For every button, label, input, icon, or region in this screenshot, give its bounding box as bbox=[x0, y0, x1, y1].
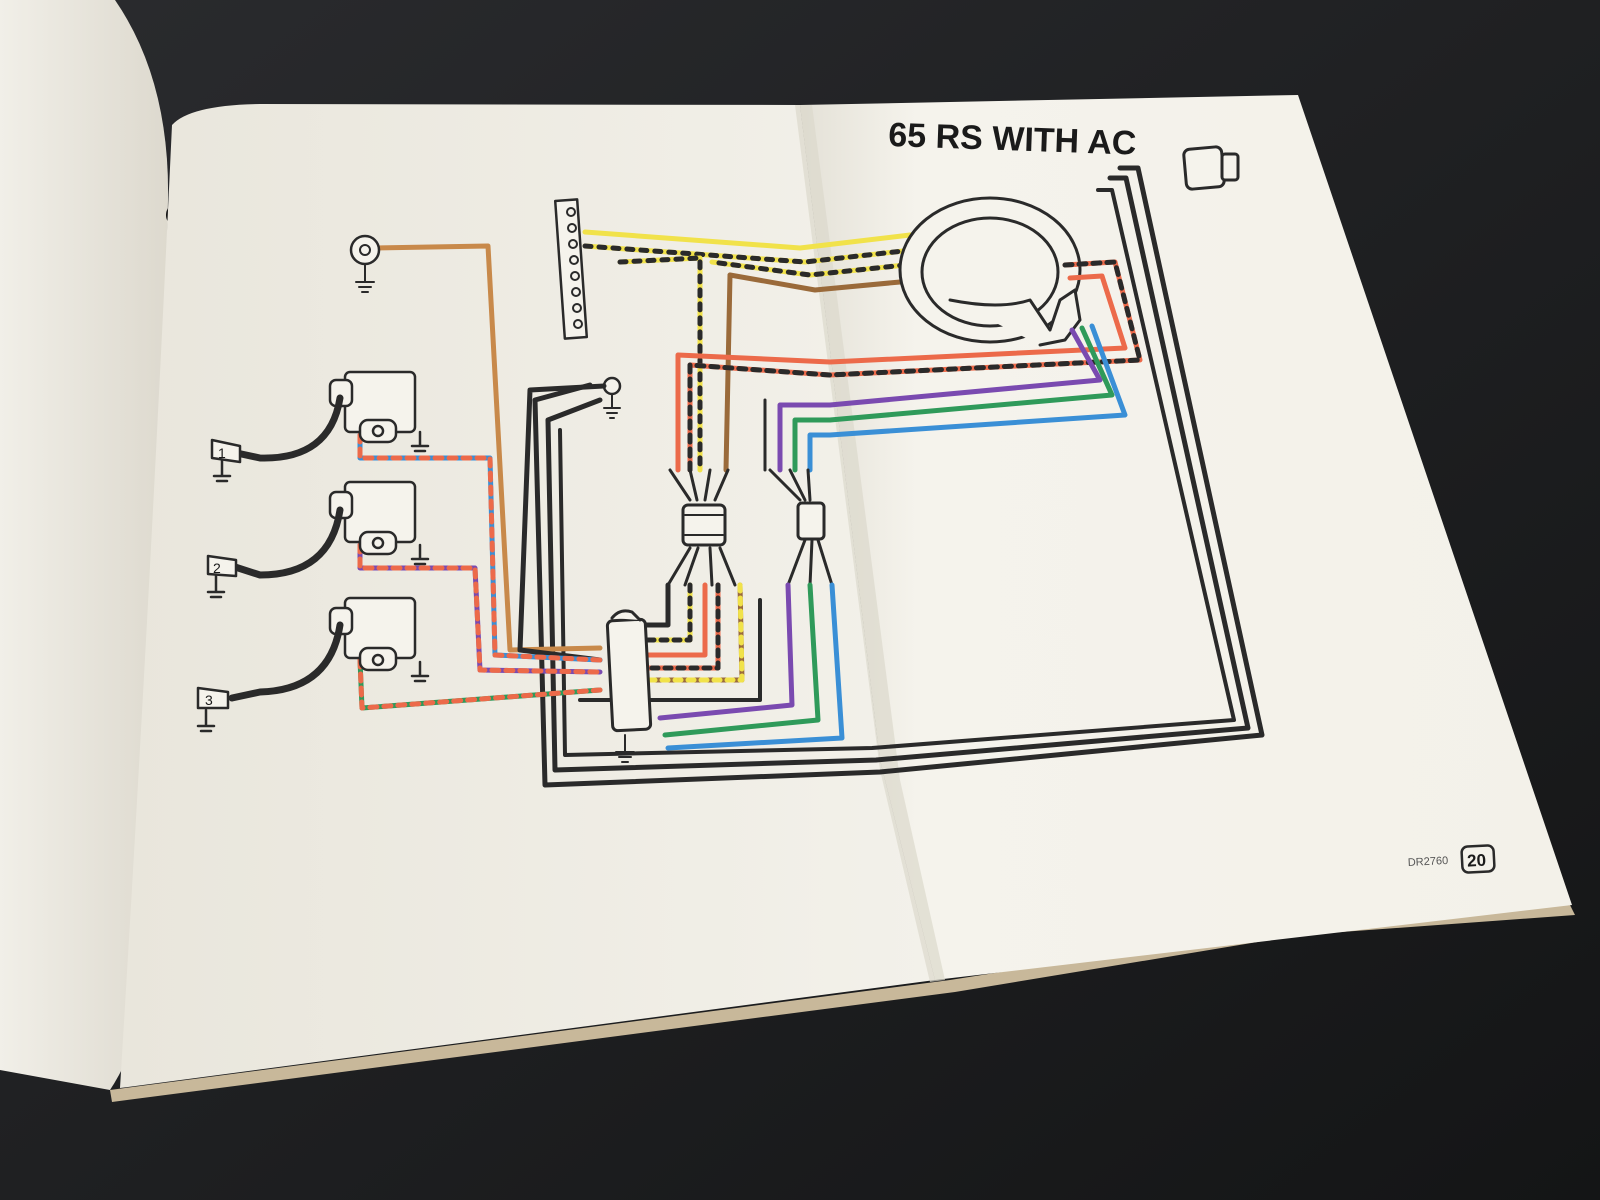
cylinder-label-1: 1 bbox=[218, 445, 226, 461]
ignition-coil-2 bbox=[328, 480, 430, 566]
harness-connector-left bbox=[666, 468, 737, 587]
ignition-coil-1 bbox=[328, 370, 430, 453]
power-pack bbox=[605, 609, 653, 763]
ground-stud-icon bbox=[349, 234, 381, 266]
diagram-title: 65 RS WITH AC bbox=[888, 116, 1137, 163]
wiring-diagram bbox=[196, 145, 1265, 788]
blue-wire bbox=[807, 323, 1128, 473]
harness-connector-right bbox=[768, 468, 834, 587]
page-number: 20 bbox=[1467, 851, 1487, 871]
brown-wire bbox=[727, 272, 903, 293]
spark-plug-2 bbox=[206, 554, 238, 599]
spark-lead-2 bbox=[228, 506, 344, 579]
green-wire bbox=[792, 325, 1115, 473]
gutter-shadow bbox=[795, 105, 945, 982]
stator-coil bbox=[898, 196, 1082, 347]
page-number-box bbox=[1460, 844, 1496, 874]
black-harness-outer bbox=[532, 165, 1265, 788]
cylinder-label-3: 3 bbox=[205, 692, 213, 708]
left-page bbox=[120, 104, 935, 1088]
left-page-curl bbox=[0, 0, 169, 1090]
spark-lead-3 bbox=[228, 621, 344, 702]
spark-lead-1 bbox=[228, 394, 344, 462]
terminal-strip bbox=[553, 198, 589, 340]
cylinder-label-2: 2 bbox=[213, 560, 221, 576]
black-harness-third bbox=[558, 188, 1236, 757]
tan-wire bbox=[372, 243, 603, 653]
spark-plug-1 bbox=[210, 438, 242, 483]
ignition-coil-3 bbox=[328, 596, 430, 683]
drawing-number: DR2760 bbox=[1408, 855, 1449, 869]
black-harness-inner bbox=[545, 175, 1251, 773]
plug-connector bbox=[1182, 145, 1240, 191]
spark-plug-3 bbox=[196, 686, 230, 733]
yellow-wire bbox=[582, 229, 913, 251]
page-edge-stack bbox=[110, 905, 1575, 1102]
purple-wire bbox=[777, 327, 1103, 473]
